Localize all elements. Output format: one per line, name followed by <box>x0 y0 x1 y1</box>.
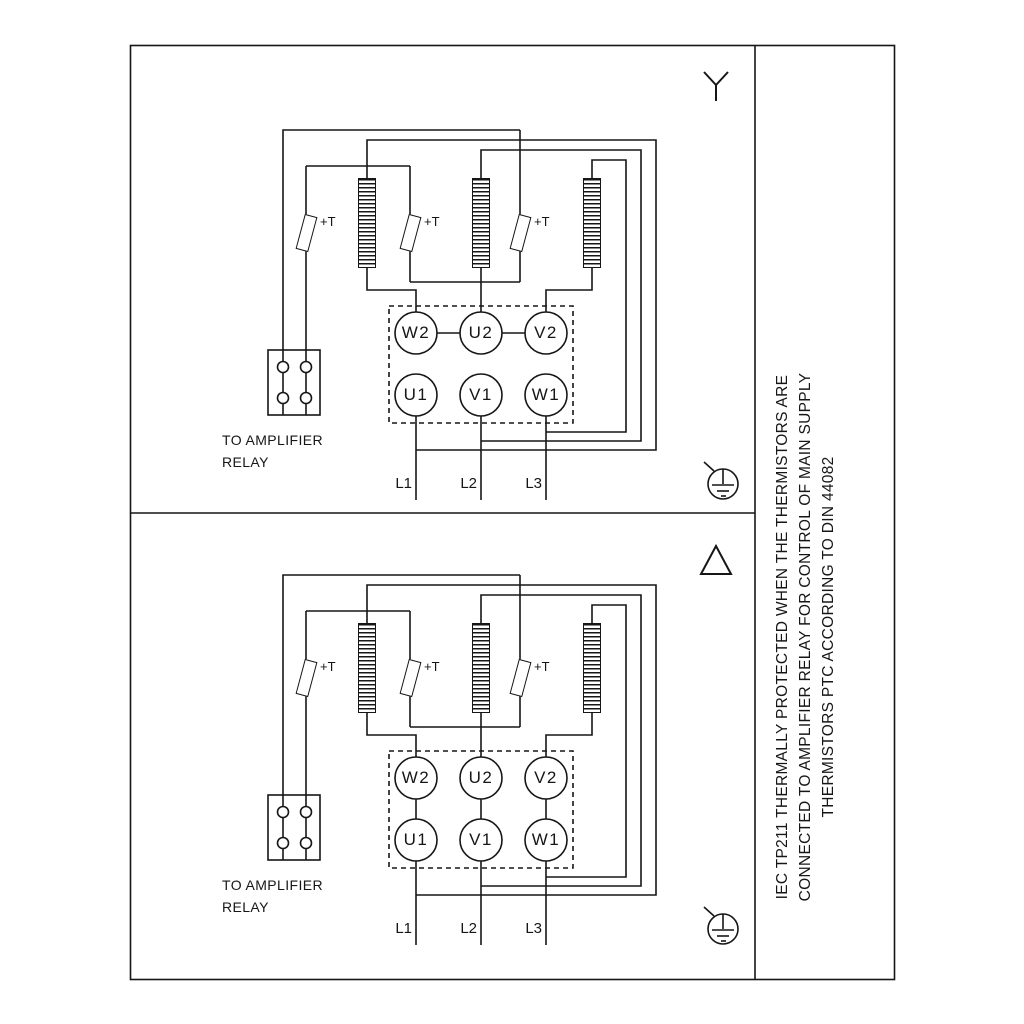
supply-label-l2: L2 <box>460 920 477 937</box>
panel-star-graphics <box>267 71 739 500</box>
terminal-label-u1: U1 <box>403 385 429 404</box>
relay-label-line2: RELAY <box>222 899 269 915</box>
delta-icon <box>699 543 733 575</box>
winding-wires <box>366 584 657 896</box>
terminal-V1 <box>459 373 503 417</box>
terminal-U1 <box>394 373 438 417</box>
terminal-W1 <box>524 373 568 417</box>
side-note-line3: THERMISTORS PTC ACCORDING TO DIN 44082 <box>820 456 837 818</box>
thermistor-chain-wires <box>282 129 521 350</box>
thermistor-label: +T <box>320 659 336 674</box>
thermistor-label: +T <box>424 214 440 229</box>
terminal-label-u1: U1 <box>403 830 429 849</box>
winding-coil <box>583 623 601 713</box>
terminal-label-w2: W2 <box>401 323 431 342</box>
winding-coil <box>472 623 490 713</box>
relay-label-line1: TO AMPLIFIER <box>222 432 324 448</box>
winding-coil <box>358 178 376 268</box>
terminal-label-w1: W1 <box>531 385 561 404</box>
terminal-label-v1: V1 <box>469 385 493 404</box>
terminal-W2 <box>394 756 438 800</box>
terminal-label-v1: V1 <box>469 830 493 849</box>
side-note: IEC TP211 THERMALLY PROTECTED WHEN THE T… <box>771 327 841 947</box>
side-note-line1: IEC TP211 THERMALLY PROTECTED WHEN THE T… <box>774 374 791 900</box>
terminal-label-v2: V2 <box>534 323 558 342</box>
relay-label-line1: TO AMPLIFIER <box>222 877 324 893</box>
relay-box <box>267 349 321 416</box>
terminal-label-w2: W2 <box>401 768 431 787</box>
supply-label-l1: L1 <box>395 475 412 492</box>
terminal-label-u2: U2 <box>468 768 494 787</box>
supply-wires <box>415 416 547 500</box>
supply-label-l1: L1 <box>395 920 412 937</box>
supply-label-l3: L3 <box>525 475 542 492</box>
terminal-V1 <box>459 818 503 862</box>
terminal-label-w1: W1 <box>531 830 561 849</box>
terminal-U1 <box>394 818 438 862</box>
winding-coil <box>472 178 490 268</box>
terminal-V2 <box>524 756 568 800</box>
terminal-board-outline <box>388 750 574 869</box>
supply-wires <box>415 861 547 945</box>
supply-label-l3: L3 <box>525 920 542 937</box>
winding-coil <box>358 623 376 713</box>
terminal-board-outline <box>388 305 574 424</box>
terminal-U2 <box>459 311 503 355</box>
terminal-label-v2: V2 <box>534 768 558 787</box>
terminal-board <box>388 750 574 869</box>
panel-delta-graphics <box>267 543 739 945</box>
relay-label-line2: RELAY <box>222 454 269 470</box>
thermistor-label: +T <box>424 659 440 674</box>
star-icon <box>703 71 729 101</box>
terminal-W1 <box>524 818 568 862</box>
terminal-label-u2: U2 <box>468 323 494 342</box>
terminal-W2 <box>394 311 438 355</box>
terminal-board <box>388 305 574 424</box>
side-note-line2: CONNECTED TO AMPLIFIER RELAY FOR CONTROL… <box>797 372 814 902</box>
ground-icon <box>703 906 739 945</box>
ground-icon <box>703 461 739 500</box>
thermistor-label: +T <box>534 214 550 229</box>
relay-box <box>267 794 321 861</box>
winding-coil <box>583 178 601 268</box>
supply-label-l2: L2 <box>460 475 477 492</box>
thermistor-label: +T <box>534 659 550 674</box>
terminal-U2 <box>459 756 503 800</box>
thermistor-label: +T <box>320 214 336 229</box>
frame <box>129 44 896 981</box>
terminal-V2 <box>524 311 568 355</box>
